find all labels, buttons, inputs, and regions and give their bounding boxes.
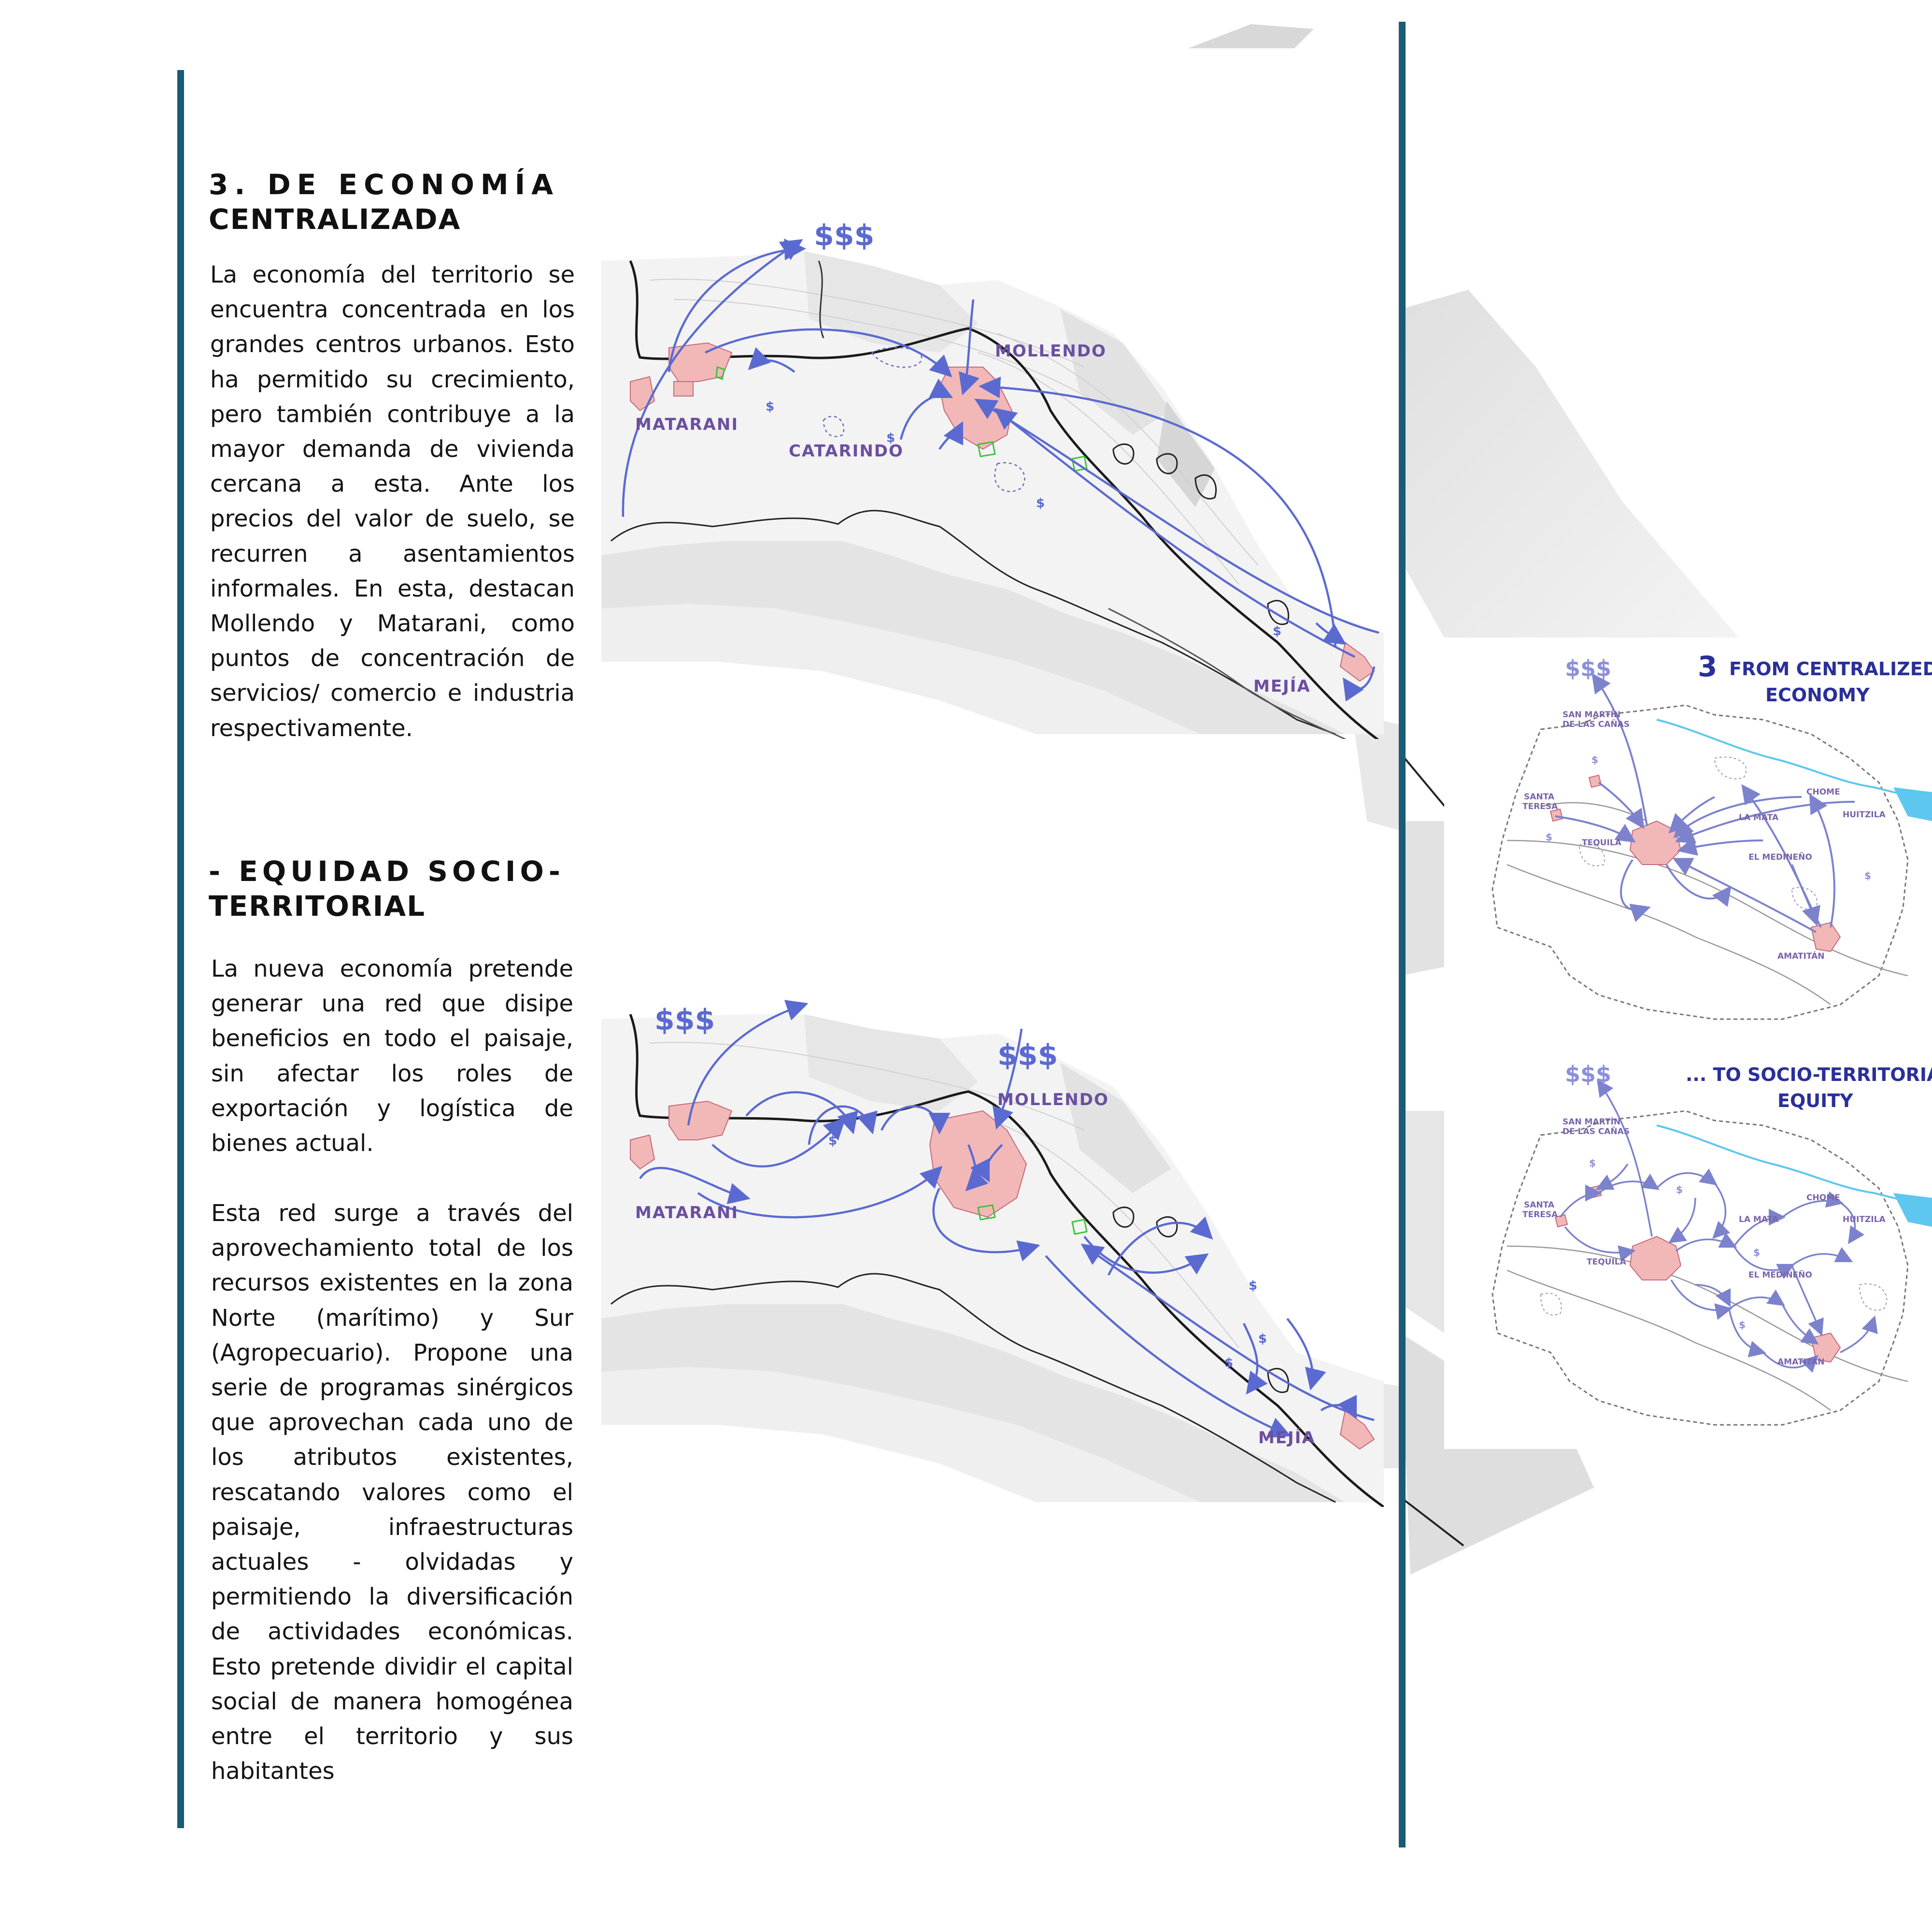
section1-body: La economía del territorio se encuentra … (210, 261, 575, 742)
map1-small-money-4: $ (1273, 624, 1281, 639)
ref2-label-huitzila: HUITZILA (1843, 1215, 1886, 1224)
map1-small-money-3: $ (1036, 496, 1045, 511)
ref1-label-san-martin-1: SAN MARTÍN (1563, 709, 1620, 720)
ref1-label-tequila: TEQUILA (1582, 838, 1622, 848)
ref1-label-la-mata: LA MATA (1739, 813, 1779, 823)
urban-mejia (1339, 641, 1375, 682)
reference-socio-territorial-equity: ... TO SOCIO-TERRITORIAL EQUITY $$$ SAN … (1444, 1043, 1932, 1449)
ref1-title-line1: FROM CENTRALIZED (1729, 658, 1932, 680)
map1-label-mollendo: MOLLENDO (995, 341, 1107, 361)
section1-title-line2: CENTRALIZADA (209, 203, 461, 236)
map2-label-mejia: MEJÍA (1258, 1428, 1316, 1448)
ref2-small-money-2: $ (1676, 1184, 1683, 1195)
section1-heading: 3. DE ECONOMÍA CENTRALIZADA (209, 167, 559, 237)
map2-small-money-3: $ (1224, 1356, 1233, 1370)
map1-money-label: $$$ (814, 219, 874, 253)
section2-heading: - EQUIDAD SOCIO- TERRITORIAL (209, 854, 565, 923)
map1-label-mejia: MEJÍA (1253, 676, 1311, 696)
ref2-label-chome: CHOME (1806, 1193, 1840, 1203)
ref1-small-money-1: $ (1591, 754, 1598, 766)
map1-small-money-1: $ (766, 399, 774, 414)
ref2-label-santa-teresa-1: SANTA (1524, 1200, 1555, 1210)
ref2-label-san-martin-2: DE LAS CAÑAS (1563, 1125, 1630, 1136)
map2-money-left: $$$ (654, 1003, 715, 1037)
map2-label-matarani: MATARANI (635, 1203, 739, 1222)
terrain (601, 251, 1384, 734)
section2-title-line2: TERRITORIAL (209, 890, 426, 923)
section1-title-line1: 3. DE ECONOMÍA (209, 168, 560, 201)
ref2-label-la-mata: LA MATA (1739, 1215, 1779, 1224)
map2-label-mollendo: MOLLENDO (997, 1090, 1109, 1109)
map2-small-money-1: $ (1249, 1279, 1257, 1293)
urban-tequila (1629, 820, 1682, 865)
ref2-label-el-medineno: EL MEDINEÑO (1748, 1269, 1812, 1280)
ref1-label-san-martin-2: DE LAS CAÑAS (1563, 718, 1630, 729)
ref2-label-tequila: TEQUILA (1587, 1257, 1627, 1267)
ref2-label-santa-teresa-2: TERESA (1522, 1210, 1558, 1220)
ref1-label-santa-teresa-2: TERESA (1522, 802, 1558, 811)
map-socio-territorial-equity: $$$ $$$ MOLLENDO MATARANI MEJÍA $ $ $ $ (601, 1000, 1384, 1507)
left-divider (177, 70, 184, 1828)
ref2-small-money-3: $ (1753, 1247, 1760, 1258)
reference-centralized-economy: 3 FROM CENTRALIZED ECONOMY $$$ SAN MARTÍ… (1444, 638, 1932, 1043)
ref1-label-huitzila: HUITZILA (1843, 810, 1886, 820)
section2-title-line1: - EQUIDAD SOCIO- (209, 855, 565, 888)
ref2-money: $$$ (1565, 1061, 1611, 1087)
region-boundary (1492, 704, 1909, 1020)
coastline (611, 510, 1336, 735)
ref1-label-santa-teresa-1: SANTA (1524, 792, 1555, 802)
section2-body-p1: La nueva economía pretende generar una r… (211, 955, 573, 1157)
ref1-number: 3 (1698, 650, 1717, 683)
map2-small-money-2: $ (1258, 1332, 1267, 1346)
ref1-small-money-2: $ (1546, 831, 1552, 843)
map1-label-matarani: MATARANI (635, 415, 739, 434)
ref2-title-line2: EQUITY (1777, 1090, 1853, 1111)
ref2-label-san-martin-1: SAN MARTÍN (1563, 1116, 1620, 1127)
map2-small-money-4: $ (828, 1134, 837, 1148)
map2-money-right: $$$ (997, 1038, 1058, 1072)
ref2-label-amatitan: AMATITÁN (1777, 1356, 1825, 1367)
ref1-label-amatitan: AMATITÁN (1777, 951, 1825, 961)
ref1-label-chome: CHOME (1806, 787, 1840, 797)
urban-amatitan (1810, 922, 1841, 952)
ref1-money: $$$ (1565, 655, 1611, 682)
ref1-title-line2: ECONOMY (1765, 684, 1870, 706)
ref1-label-el-medineno: EL MEDINEÑO (1748, 851, 1812, 862)
map-centralized-economy: $$$ MOLLENDO MATARANI CATARINDO MEJÍA $ … (601, 219, 1384, 739)
section2-body-p2: Esta red surge a través del aprovechamie… (211, 1200, 573, 1785)
sea (601, 541, 1345, 734)
ref1-small-money-3: $ (1864, 870, 1871, 881)
ref2-title-line1: ... TO SOCIO-TERRITORIAL (1686, 1064, 1932, 1085)
map1-small-money-2: $ (886, 431, 895, 445)
ref2-small-money-4: $ (1739, 1319, 1746, 1331)
right-divider (1399, 22, 1406, 1847)
ref2-small-money-1: $ (1589, 1157, 1596, 1169)
map1-label-catarindo: CATARINDO (789, 441, 904, 461)
